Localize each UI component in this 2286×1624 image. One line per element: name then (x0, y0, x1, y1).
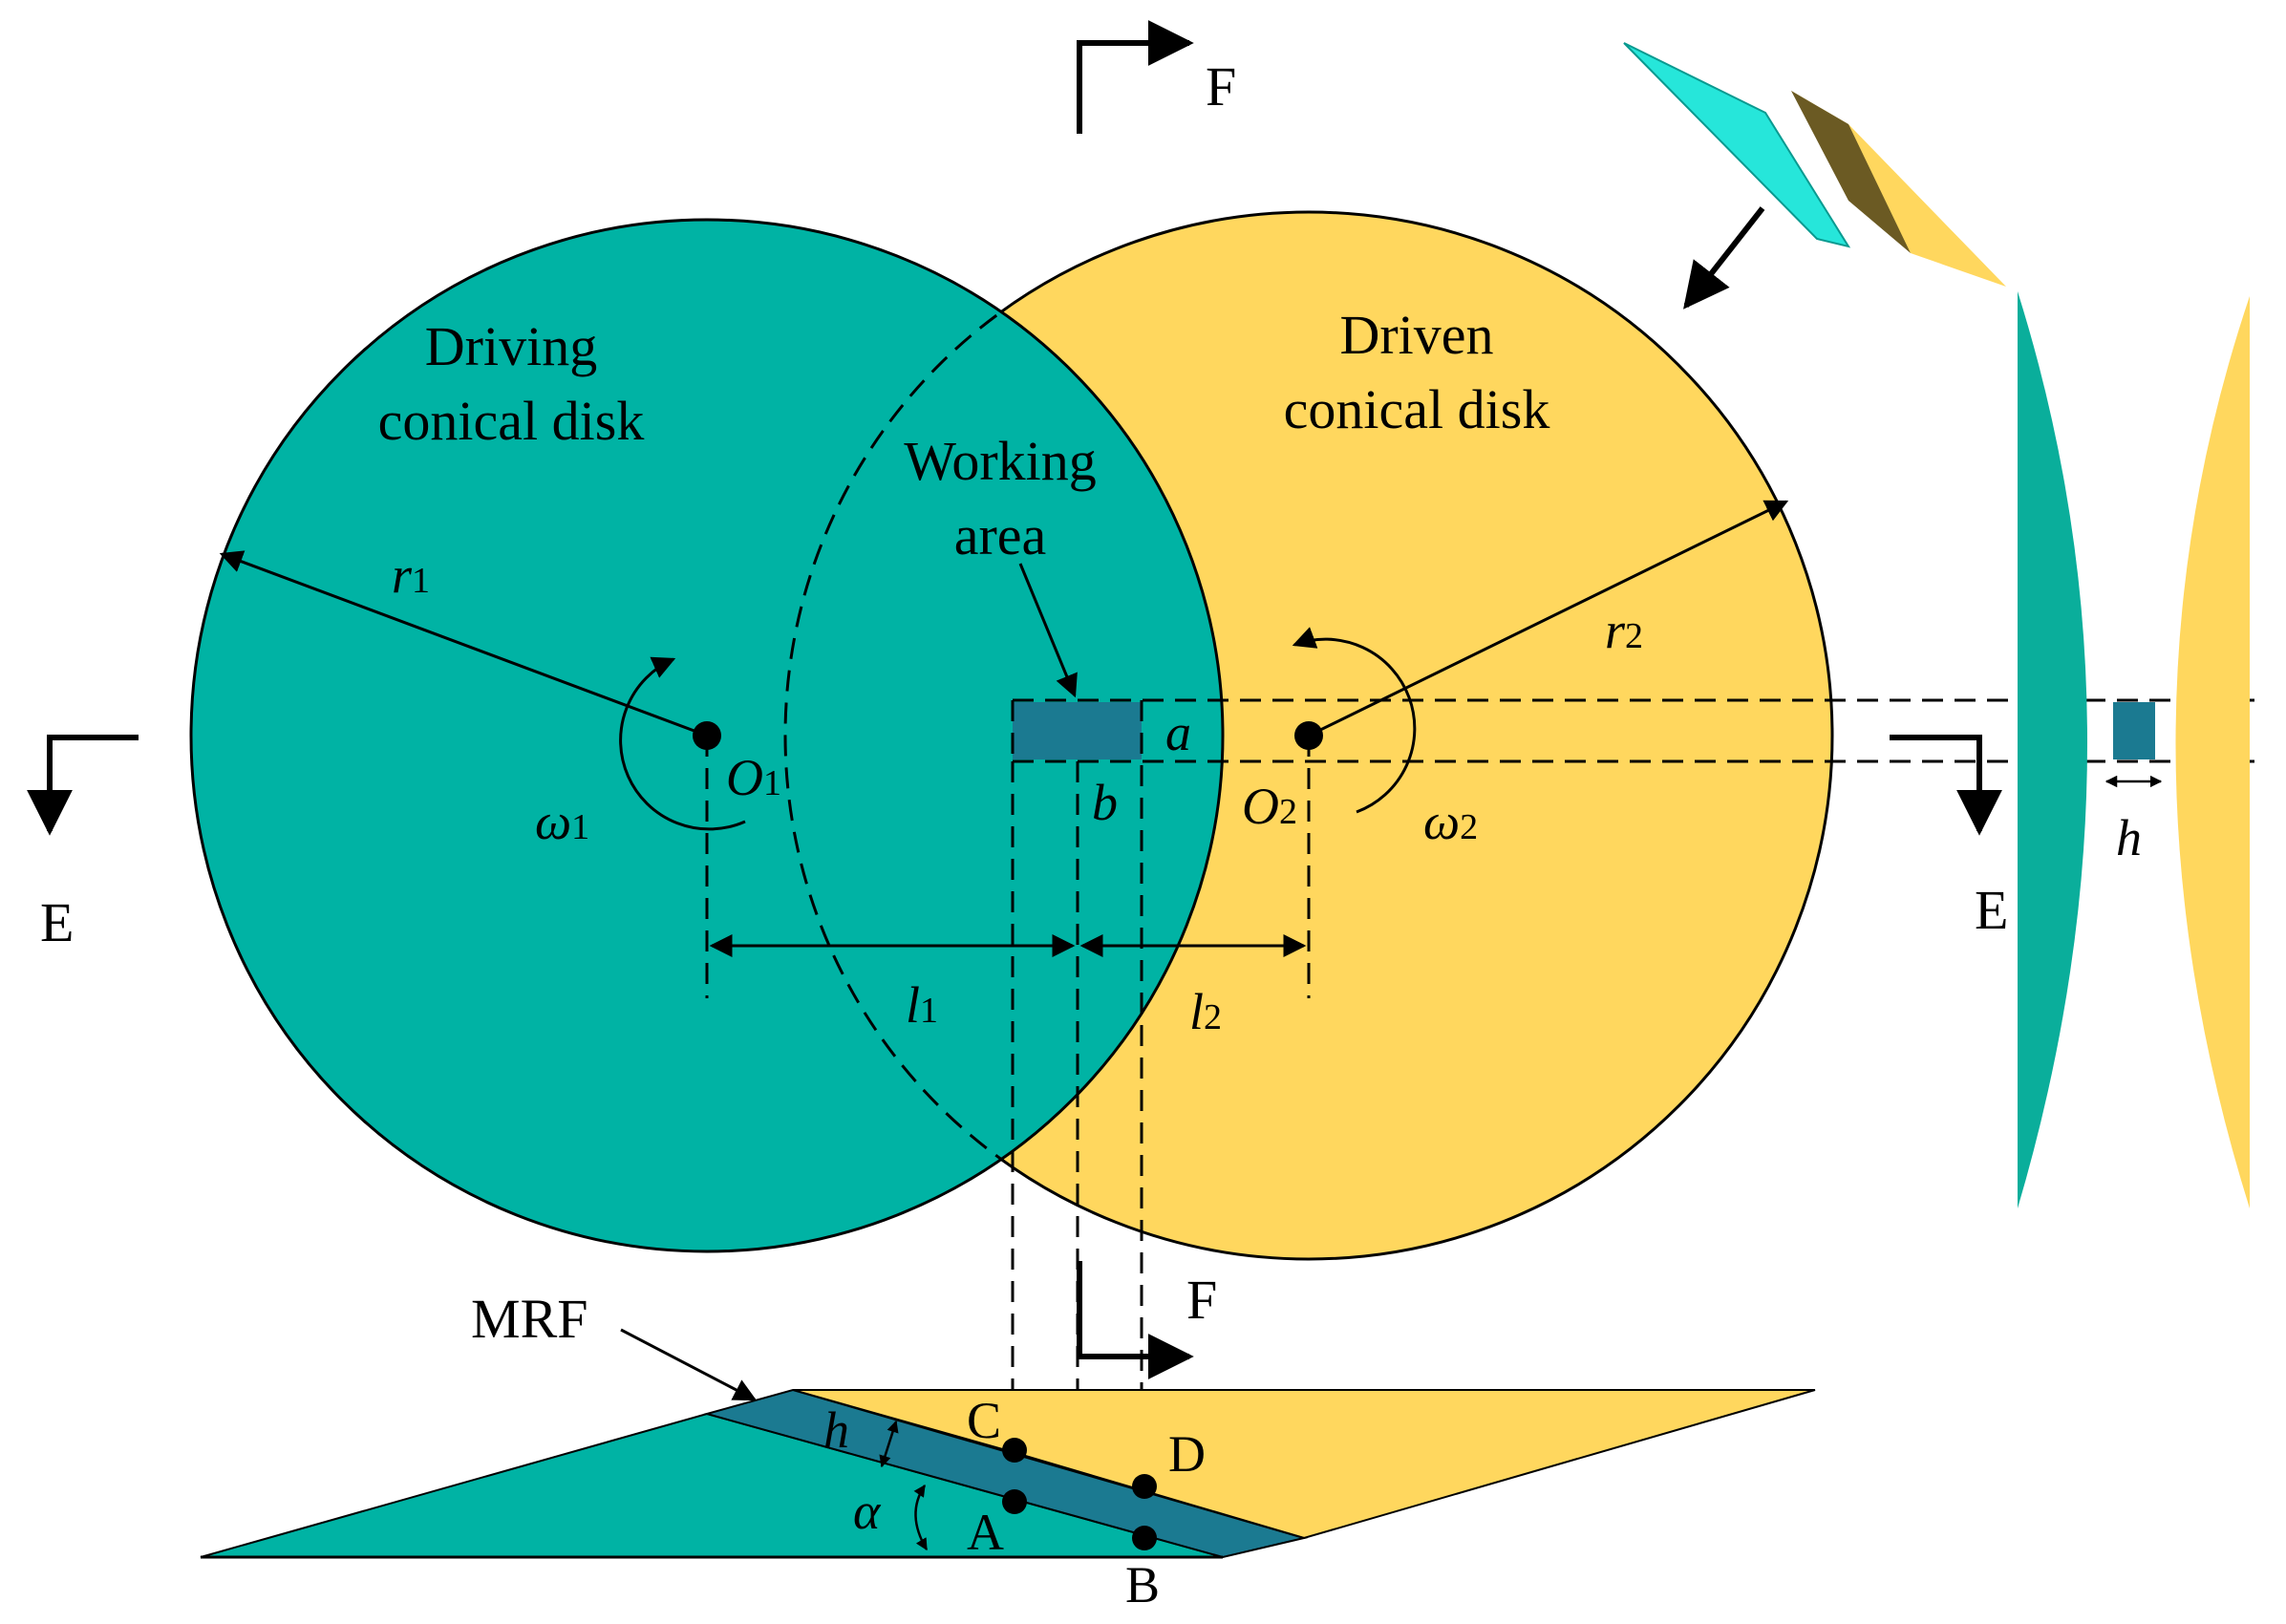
radius-r1 (219, 550, 708, 737)
section-marker-f-bottom (1077, 1261, 1194, 1379)
label-a: a (1165, 704, 1191, 761)
section-marker-f-top (1077, 20, 1194, 134)
label-l2: l2 (1189, 983, 1222, 1040)
label-r2: r2 (1605, 602, 1643, 659)
label-e-right: E (1975, 879, 2008, 941)
label-l1: l1 (906, 976, 938, 1034)
working-area-pointer (1018, 563, 1078, 698)
cone-icon-arrow (1683, 206, 1765, 310)
center-o1 (693, 721, 721, 750)
center-o2 (1294, 721, 1323, 750)
label-r1: r1 (392, 546, 430, 604)
driven-label-line1: Driven (1339, 304, 1493, 366)
working-label-line2: area (954, 504, 1047, 566)
mrf-pointer (620, 1328, 758, 1401)
driving-label-line1: Driving (425, 315, 597, 377)
label-point-b: B (1125, 1556, 1160, 1613)
label-point-c: C (967, 1392, 1001, 1449)
point-c (1002, 1438, 1027, 1463)
working-label-line1: Working (904, 430, 1097, 492)
cone-icon-cyan (1623, 42, 1851, 248)
alpha-angle-arc (913, 1484, 929, 1551)
label-point-d: D (1168, 1425, 1206, 1483)
driven-label-line2: conical disk (1284, 378, 1550, 440)
rotation-arrow-w2 (1292, 627, 1417, 814)
label-o2: O2 (1242, 778, 1297, 835)
label-w2: ω2 (1423, 793, 1478, 850)
label-f-bottom: F (1186, 1269, 1217, 1331)
section-mrf-layer (703, 1388, 1308, 1559)
radius-r2 (1308, 500, 1789, 737)
working-area (1013, 702, 1142, 759)
label-w1: ω1 (535, 793, 589, 850)
driving-label-line2: conical disk (378, 390, 645, 452)
label-point-a: A (967, 1504, 1004, 1561)
label-mrf: MRF (471, 1288, 588, 1350)
label-b: b (1092, 774, 1118, 831)
point-a (1002, 1489, 1027, 1514)
mrf-thickness-h (879, 1420, 899, 1468)
driven-disk-hidden-edge (783, 220, 1223, 1251)
side-view-driving-disk (2018, 291, 2087, 1208)
label-o1: O1 (726, 749, 781, 806)
side-view-working-area (2113, 702, 2155, 759)
point-d (1132, 1474, 1157, 1499)
rotation-arrow-w1 (619, 656, 746, 831)
section-marker-e-left (26, 735, 139, 836)
label-alpha: α (853, 1483, 882, 1540)
side-view-driven-disk (2175, 296, 2250, 1208)
cone-icon-dark (1791, 91, 1911, 253)
label-h-bottom: h (823, 1401, 849, 1459)
label-h-side: h (2116, 809, 2142, 866)
section-marker-e-right (1890, 735, 2002, 836)
label-f-top: F (1206, 55, 1236, 118)
point-b (1132, 1526, 1157, 1550)
label-e-left: E (40, 891, 74, 953)
